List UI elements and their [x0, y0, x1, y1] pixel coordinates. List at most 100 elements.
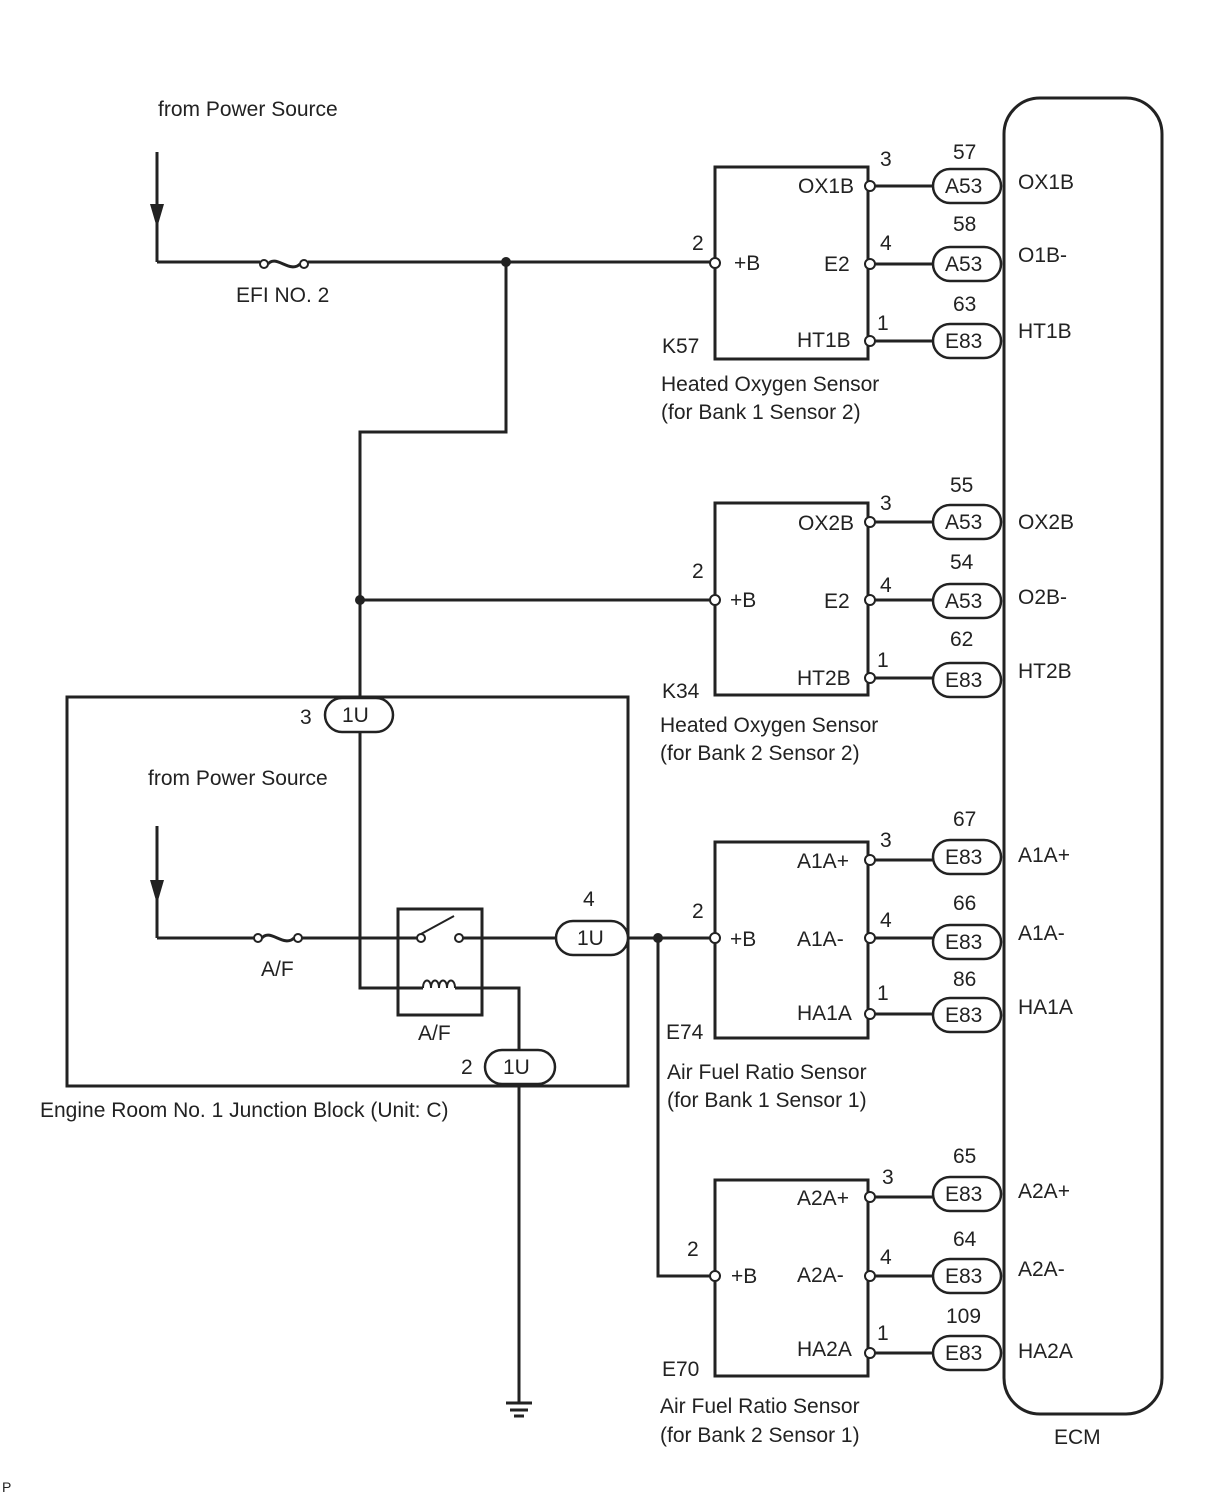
- connector-code: A53: [945, 253, 982, 276]
- af-relay-icon: [396, 907, 484, 1017]
- ecm-pin: 109: [946, 1305, 981, 1328]
- ecm-terminal: A1A+: [1018, 844, 1070, 867]
- sensor-e70: 2 +B A2A+ 3 65 E83 A2A+ A2A- 4 64 E83 A2…: [660, 1145, 1073, 1447]
- connector-code: 1U: [577, 927, 604, 950]
- sensor-body: [713, 165, 870, 361]
- corner-mark: P: [2, 1479, 11, 1495]
- connector-code: A53: [945, 511, 982, 534]
- b-pin: 2: [692, 560, 704, 583]
- terminal-pin: 4: [880, 1246, 892, 1269]
- sensor-code: E74: [666, 1021, 704, 1044]
- ecm-terminal: HT1B: [1018, 320, 1072, 343]
- terminal-label: HA2A: [797, 1338, 852, 1361]
- ecm-terminal: A2A-: [1018, 1258, 1065, 1281]
- terminal-label: OX2B: [798, 512, 854, 535]
- ecm-pin: 57: [953, 141, 976, 164]
- terminal-pin: 3: [880, 492, 892, 515]
- ecm-pin: 65: [953, 1145, 976, 1168]
- connector-pin: 2: [461, 1056, 473, 1079]
- sensor-bank: (for Bank 2 Sensor 1): [660, 1424, 860, 1447]
- connector: [931, 167, 1003, 205]
- ecm-pin: 63: [953, 293, 976, 316]
- connector: [931, 923, 1003, 961]
- connector: [931, 838, 1003, 876]
- ecm-terminal: O1B-: [1018, 244, 1067, 267]
- wire-efi-branch: [358, 262, 508, 700]
- connector-pin: 4: [583, 888, 595, 911]
- ecm-pin: 62: [950, 628, 973, 651]
- terminal-pin: 3: [880, 829, 892, 852]
- af-fuse-icon: [253, 933, 303, 943]
- terminal-pin: 1: [877, 649, 889, 672]
- ecm-terminal: HT2B: [1018, 660, 1072, 683]
- junction-block: Engine Room No. 1 Junction Block (Unit: …: [40, 695, 630, 1122]
- ecm-pin: 67: [953, 808, 976, 831]
- sensor-code: K57: [662, 335, 699, 358]
- terminal-pin: 4: [880, 574, 892, 597]
- sensor-k34: 2 +B OX2B 3 55 A53 OX2B E2 4 54 A53 O2B-…: [660, 474, 1074, 765]
- ecm-pin: 55: [950, 474, 973, 497]
- b-pin: 2: [687, 1238, 699, 1261]
- connector: [931, 582, 1003, 620]
- connector: [931, 1175, 1003, 1213]
- sensor-name: Heated Oxygen Sensor: [660, 714, 878, 737]
- ecm-terminal: HA2A: [1018, 1340, 1073, 1363]
- ecm-terminal: OX2B: [1018, 511, 1074, 534]
- terminal-pin: 4: [880, 909, 892, 932]
- af-fuse-label: A/F: [261, 958, 294, 981]
- b-label: +B: [731, 1265, 757, 1288]
- terminal-pin: 1: [877, 1322, 889, 1345]
- terminal-pin: 1: [877, 312, 889, 335]
- sensor-name: Air Fuel Ratio Sensor: [667, 1061, 867, 1084]
- terminal-label: HT2B: [797, 667, 851, 690]
- jb-power-source-label: from Power Source: [148, 767, 328, 790]
- connector: [931, 1334, 1003, 1372]
- connector-code: A53: [945, 590, 982, 613]
- ecm-pin: 64: [953, 1228, 977, 1251]
- connector-code: E83: [945, 1004, 982, 1027]
- terminal-label: A1A+: [797, 850, 849, 873]
- af-relay-label: A/F: [418, 1022, 451, 1045]
- ecm-terminal: A2A+: [1018, 1180, 1070, 1203]
- terminal-label: E2: [824, 253, 850, 276]
- connector: [931, 503, 1003, 541]
- ecm-pin: 54: [950, 551, 974, 574]
- terminal-label: E2: [824, 590, 850, 613]
- ecm-terminal: HA1A: [1018, 996, 1073, 1019]
- efi-fuse-label: EFI NO. 2: [236, 284, 329, 307]
- terminal-label: A1A-: [797, 928, 844, 951]
- power-arrow-icon: [150, 826, 164, 938]
- wire-to-e70: [656, 938, 710, 1278]
- sensor-body: [713, 1178, 870, 1378]
- sensor-k57: 2 +B OX1B 3 57 A53 OX1B E2 4 58 A53 O1B-…: [661, 141, 1074, 424]
- connector-code: 1U: [342, 704, 369, 727]
- connector: [931, 1257, 1003, 1295]
- connector-code: E83: [945, 846, 982, 869]
- connector: [931, 661, 1003, 699]
- ecm-terminal: A1A-: [1018, 922, 1065, 945]
- connector: [931, 322, 1003, 360]
- junction-block-label: Engine Room No. 1 Junction Block (Unit: …: [40, 1099, 449, 1122]
- terminal-label: HA1A: [797, 1002, 852, 1025]
- b-label: +B: [730, 928, 756, 951]
- ecm-terminal: O2B-: [1018, 586, 1067, 609]
- terminal-label: HT1B: [797, 329, 851, 352]
- ecm-label: ECM: [1054, 1426, 1101, 1449]
- sensor-name: Air Fuel Ratio Sensor: [660, 1395, 860, 1418]
- b-pin: 2: [692, 900, 704, 923]
- connector-code: E83: [945, 330, 982, 353]
- connector-code: E83: [945, 931, 982, 954]
- connector-code: E83: [945, 1342, 982, 1365]
- power-source-label: from Power Source: [158, 98, 338, 121]
- connector-code: E83: [945, 669, 982, 692]
- ecm-pin: 66: [953, 892, 976, 915]
- terminal-pin: 3: [880, 148, 892, 171]
- sensor-bank: (for Bank 2 Sensor 2): [660, 742, 860, 765]
- b-label: +B: [730, 589, 756, 612]
- terminal-label: A2A-: [797, 1264, 844, 1287]
- ecm-terminal: OX1B: [1018, 171, 1074, 194]
- efi-fuse-icon: [259, 259, 309, 269]
- terminal-pin: 4: [880, 232, 892, 255]
- sensor-e74: 2 +B A1A+ 3 67 E83 A1A+ A1A- 4 66 E83 A1…: [666, 808, 1073, 1112]
